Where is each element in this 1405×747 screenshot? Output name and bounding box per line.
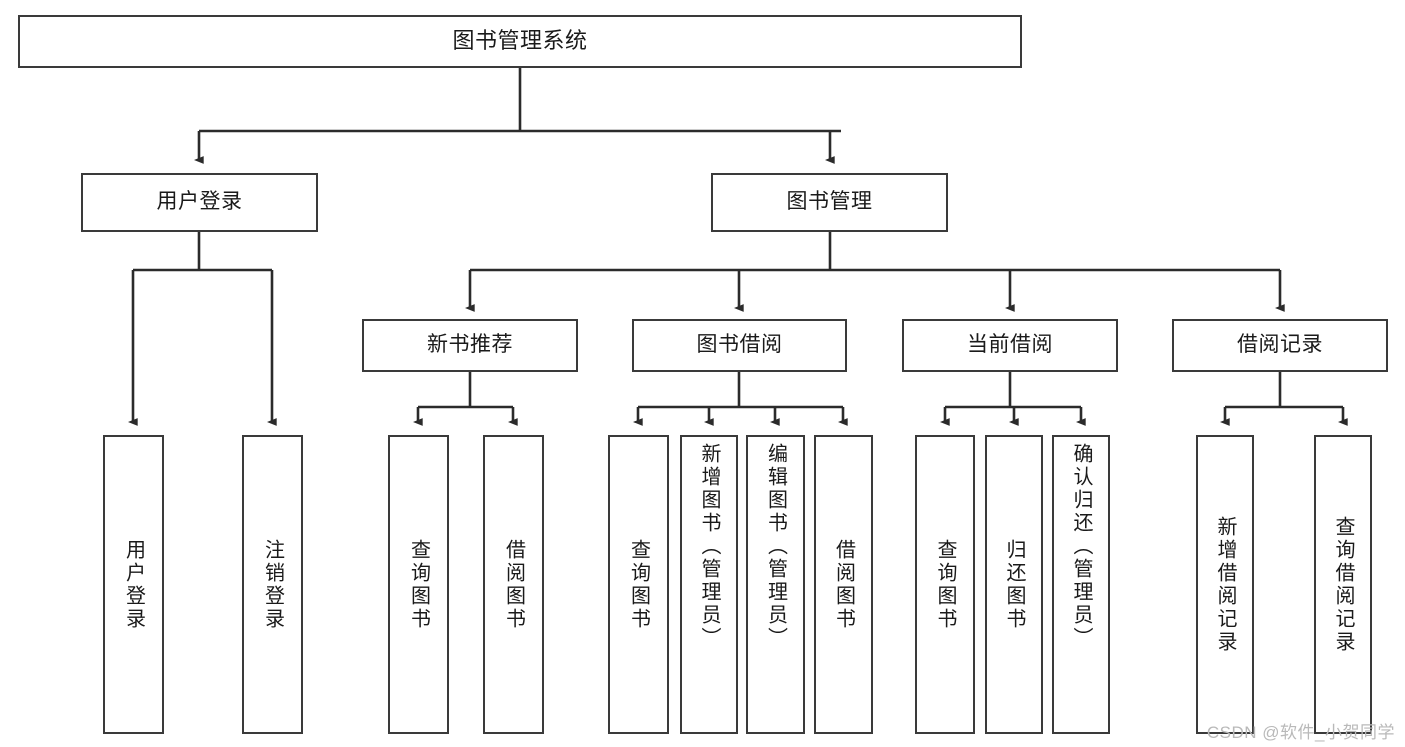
leaf-user-login-signout[interactable]: 注销登录	[242, 435, 303, 734]
leaf-user-login-signin[interactable]: 用户登录	[103, 435, 164, 734]
node-label: 图书管理系统	[452, 28, 588, 54]
node-label: 新增图书（管理员）	[698, 443, 720, 650]
node-label: 注销登录	[261, 538, 284, 631]
node-label: 编辑图书（管理员）	[764, 443, 787, 650]
leaf-current-borrow-confirm[interactable]: 确认归还（管理员）	[1052, 435, 1110, 734]
node-label: 用户登录	[156, 190, 243, 214]
node-label: 查询图书	[934, 538, 956, 631]
node-label: 确认归还（管理员）	[1070, 443, 1092, 650]
node-label: 用户登录	[122, 538, 145, 631]
node-label: 新增借阅记录	[1214, 515, 1236, 654]
node-user-login[interactable]: 用户登录	[81, 173, 318, 232]
node-label: 归还图书	[1003, 538, 1025, 631]
node-label: 借阅记录	[1237, 333, 1323, 357]
node-borrow-record[interactable]: 借阅记录	[1172, 319, 1388, 372]
node-label: 图书借阅	[696, 333, 783, 357]
node-current-borrow[interactable]: 当前借阅	[902, 319, 1118, 372]
leaf-new-book-query[interactable]: 查询图书	[388, 435, 449, 734]
node-label: 查询借阅记录	[1332, 515, 1354, 654]
leaf-book-borrow-lend[interactable]: 借阅图书	[814, 435, 873, 734]
node-new-book-recommend[interactable]: 新书推荐	[362, 319, 578, 372]
node-label: 新书推荐	[427, 333, 513, 357]
leaf-current-borrow-return[interactable]: 归还图书	[985, 435, 1043, 734]
node-label: 借阅图书	[502, 538, 525, 631]
leaf-book-borrow-query[interactable]: 查询图书	[608, 435, 669, 734]
node-label: 图书管理	[786, 190, 873, 214]
leaf-borrow-record-add[interactable]: 新增借阅记录	[1196, 435, 1254, 734]
leaf-new-book-borrow[interactable]: 借阅图书	[483, 435, 544, 734]
node-label: 查询图书	[407, 538, 430, 631]
leaf-book-borrow-edit[interactable]: 编辑图书（管理员）	[746, 435, 805, 734]
node-label: 当前借阅	[967, 333, 1053, 357]
node-root-system[interactable]: 图书管理系统	[18, 15, 1022, 68]
watermark-credit: CSDN @软件_小贺同学	[1206, 723, 1395, 742]
leaf-book-borrow-add[interactable]: 新增图书（管理员）	[680, 435, 738, 734]
leaf-borrow-record-query[interactable]: 查询借阅记录	[1314, 435, 1372, 734]
node-label: 查询图书	[627, 538, 650, 631]
node-book-borrow[interactable]: 图书借阅	[632, 319, 847, 372]
node-label: 借阅图书	[832, 538, 855, 631]
node-book-manage[interactable]: 图书管理	[711, 173, 948, 232]
leaf-current-borrow-query[interactable]: 查询图书	[915, 435, 975, 734]
